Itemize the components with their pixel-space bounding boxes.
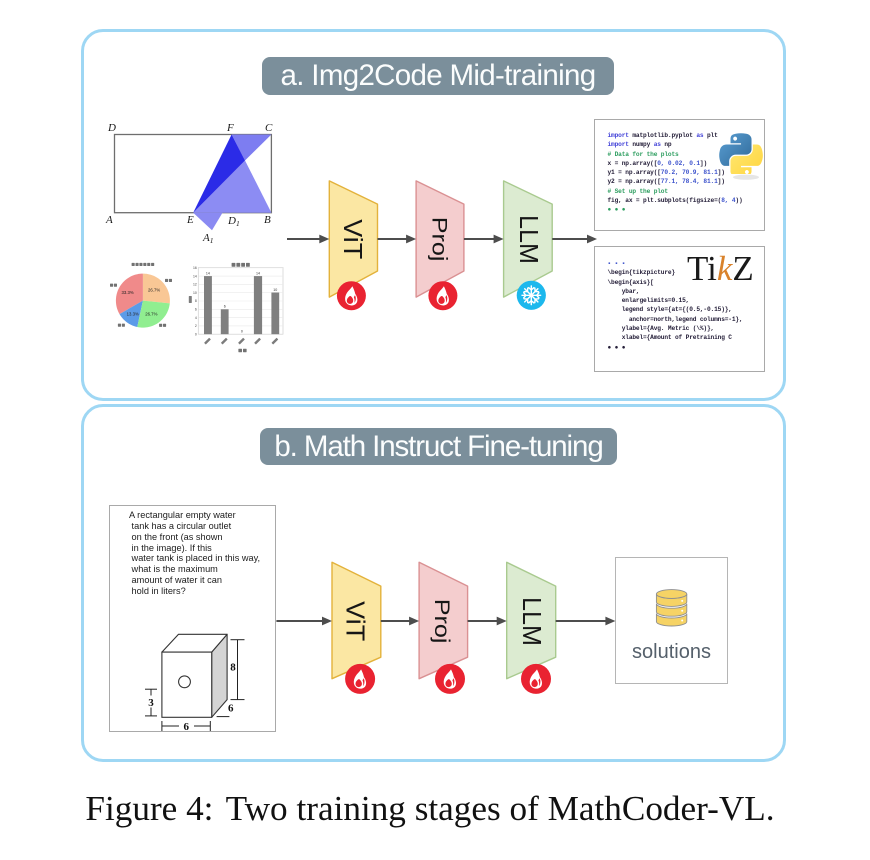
svg-text:4: 4 xyxy=(195,316,197,320)
svg-text:10: 10 xyxy=(193,291,197,295)
svg-text:26.7%: 26.7% xyxy=(148,287,160,292)
svg-text:E: E xyxy=(186,214,194,226)
svg-text:B: B xyxy=(264,214,271,226)
svg-text:2: 2 xyxy=(195,324,197,328)
svg-text:6: 6 xyxy=(224,305,226,309)
svg-text:6: 6 xyxy=(228,703,234,715)
svg-text:12: 12 xyxy=(193,283,197,287)
svg-text:Proj: Proj xyxy=(428,217,452,262)
svg-text:8: 8 xyxy=(230,662,236,674)
svg-text:8: 8 xyxy=(195,299,197,303)
svg-text:16: 16 xyxy=(193,266,197,270)
svg-text:13.3%: 13.3% xyxy=(127,312,139,317)
svg-text:Proj: Proj xyxy=(430,599,454,644)
svg-text:26.7%: 26.7% xyxy=(145,311,157,316)
svg-text:ViT: ViT xyxy=(338,219,368,259)
svg-text:A1: A1 xyxy=(202,232,213,245)
svg-text:ViT: ViT xyxy=(341,601,371,641)
svg-text:LLM: LLM xyxy=(514,215,544,264)
svg-text:0: 0 xyxy=(241,330,243,334)
svg-text:D1: D1 xyxy=(227,215,240,228)
svg-text:14: 14 xyxy=(206,272,210,276)
svg-text:LLM: LLM xyxy=(517,597,547,646)
svg-text:14: 14 xyxy=(256,272,260,276)
svg-text:0: 0 xyxy=(195,332,197,336)
svg-text:6: 6 xyxy=(184,721,190,733)
svg-text:3: 3 xyxy=(148,697,154,709)
svg-text:C: C xyxy=(265,122,273,134)
svg-text:14: 14 xyxy=(193,274,197,278)
svg-text:6: 6 xyxy=(195,308,197,312)
svg-text:33.3%: 33.3% xyxy=(122,290,134,295)
svg-text:F: F xyxy=(226,122,234,134)
svg-text:D: D xyxy=(107,122,116,134)
svg-text:A: A xyxy=(105,214,113,226)
svg-text:10: 10 xyxy=(273,288,277,292)
